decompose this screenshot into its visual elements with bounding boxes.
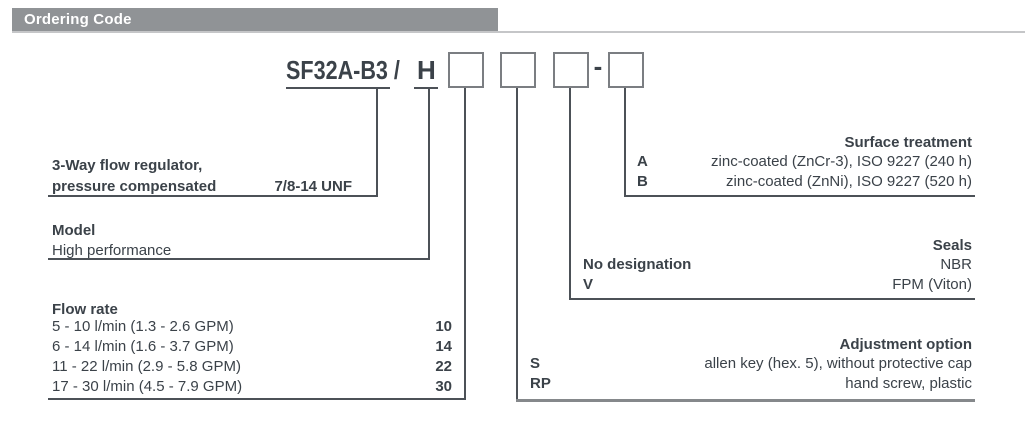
seals-row-label: FPM (Viton): [892, 276, 972, 293]
flow-rate-row-label: 11 - 22 l/min (2.9 - 5.8 GPM): [52, 358, 241, 375]
order-code-box-adjustment: [500, 52, 536, 88]
adjustment-row-label: hand screw, plastic: [845, 375, 972, 392]
connector-surface-vline: [624, 88, 626, 195]
flow-rate-row-code: 14: [435, 338, 452, 355]
surface-row-code: B: [637, 173, 648, 190]
code-model-text: H: [417, 55, 436, 85]
adjustment-section-title: Adjustment option: [839, 336, 972, 353]
adjustment-row-code: RP: [530, 375, 551, 392]
code-model-underline: [414, 87, 438, 89]
seals-row-code: No designation: [583, 256, 692, 273]
flow-rate-row-code: 22: [435, 358, 452, 375]
code-separator-dash: -: [593, 51, 603, 81]
header-rule: [12, 31, 1025, 33]
seals-row-code: V: [583, 276, 594, 293]
product-thread-size: 7/8-14 UNF: [274, 178, 352, 195]
model-section-rule: [48, 258, 430, 260]
code-prefix-text: SF32A-B3 /: [286, 55, 400, 85]
surface-section-title: Surface treatment: [844, 134, 972, 151]
section-header-bar: Ordering Code: [12, 8, 498, 31]
flow-rate-section-title: Flow rate: [52, 301, 118, 318]
flow-rate-row-code: 10: [435, 318, 452, 335]
surface-section-rule: [624, 195, 975, 197]
adjustment-row-label: allen key (hex. 5), without protective c…: [704, 355, 972, 372]
flow-rate-row-code: 30: [435, 378, 452, 395]
model-section-title: Model: [52, 222, 96, 239]
surface-row-code: A: [637, 153, 648, 170]
flow-rate-row-label: 6 - 14 l/min (1.6 - 3.7 GPM): [52, 338, 234, 355]
surface-row-label: zinc-coated (ZnNi), ISO 9227 (520 h): [726, 173, 972, 190]
order-code-box-seals: [553, 52, 589, 88]
adjustment-section-rule: [516, 399, 975, 402]
order-code-box-surface-treatment: [608, 52, 644, 88]
flow-rate-section-rule: [48, 398, 466, 400]
connector-adjustment-vline: [516, 88, 518, 399]
seals-section-rule: [569, 298, 975, 300]
flow-rate-row-label: 5 - 10 l/min (1.3 - 2.6 GPM): [52, 318, 234, 335]
connector-model-vline: [428, 89, 430, 258]
code-prefix-underline: [286, 87, 390, 89]
flow-rate-row-label: 17 - 30 l/min (4.5 - 7.9 GPM): [52, 378, 243, 395]
product-title-line2: pressure compensated: [52, 178, 217, 195]
seals-row-label: NBR: [940, 256, 972, 273]
product-section-rule: [48, 195, 378, 197]
model-value: High performance: [52, 242, 172, 259]
order-code-box-flow-rate: [448, 52, 484, 88]
adjustment-row-code: S: [530, 355, 541, 372]
connector-flow-rate-vline: [464, 88, 466, 398]
connector-seals-vline: [569, 88, 571, 298]
surface-row-label: zinc-coated (ZnCr-3), ISO 9227 (240 h): [711, 153, 972, 170]
section-header-title: Ordering Code: [24, 11, 132, 28]
product-title-line1: 3-Way flow regulator,: [52, 157, 203, 174]
seals-section-title: Seals: [932, 237, 972, 254]
connector-product-vline: [376, 89, 378, 195]
